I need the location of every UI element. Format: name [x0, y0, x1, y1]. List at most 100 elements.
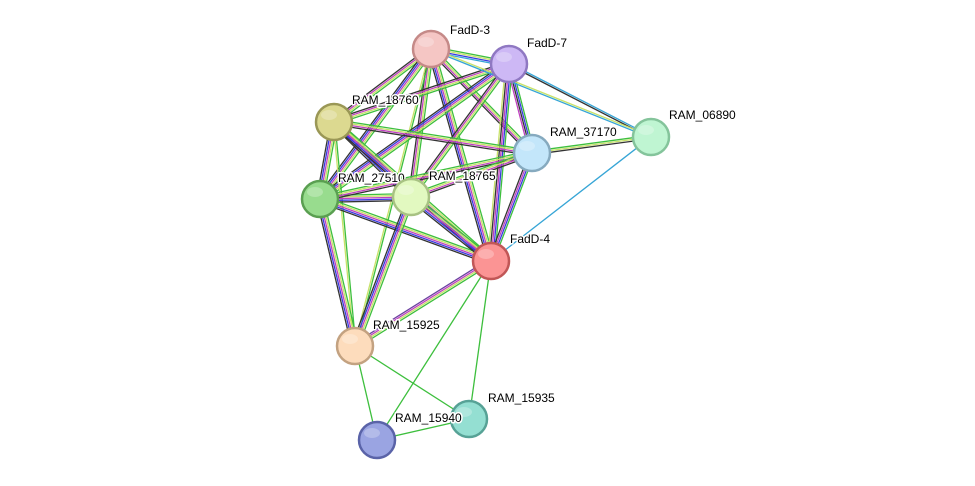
- node-ram-27510[interactable]: RAM_27510: [300, 170, 407, 219]
- edge-ram-37170-ram-06890[interactable]: [531, 134, 652, 156]
- edge-line-yellow: [321, 198, 358, 346]
- edge-ram-15925-ram-15935[interactable]: [354, 345, 470, 420]
- edge-line-yellow: [355, 261, 492, 348]
- edge-line-magenta: [354, 259, 491, 346]
- edge-line-black: [411, 154, 534, 201]
- node-circle[interactable]: [631, 117, 671, 157]
- edge-line-yellow: [334, 64, 510, 124]
- edge-line-green: [376, 260, 492, 441]
- node-ram-37170[interactable]: RAM_37170: [512, 124, 619, 173]
- edge-line-green: [334, 118, 533, 152]
- node-highlight: [321, 110, 337, 120]
- node-circle[interactable]: [335, 326, 375, 366]
- edge-line-yellow: [332, 122, 355, 347]
- edge-line-magenta: [319, 198, 492, 262]
- edge-ram-37170-fadd-4[interactable]: [488, 151, 535, 263]
- edge-line-black: [488, 151, 531, 261]
- edge-ram-06890-fadd-4[interactable]: [490, 136, 652, 262]
- edge-fadd-3-ram-06890[interactable]: [430, 47, 652, 139]
- node-label: FadD-3: [450, 23, 490, 37]
- node-label: FadD-4: [510, 232, 550, 246]
- edge-line-green: [320, 195, 493, 259]
- edge-line-yellow: [334, 49, 432, 124]
- edge-line-green: [319, 149, 532, 198]
- edge-line-blue: [318, 47, 431, 199]
- node-circle[interactable]: [489, 44, 529, 84]
- node-fadd-7[interactable]: FadD-7: [489, 35, 569, 84]
- edge-line-magenta: [489, 152, 532, 261]
- node-ram-18765[interactable]: RAM_18765: [391, 168, 498, 217]
- edge-line-magenta: [354, 196, 412, 347]
- edge-line-cyan: [430, 49, 651, 139]
- node-fadd-3[interactable]: FadD-3: [411, 22, 492, 69]
- edge-line-green: [334, 121, 357, 346]
- edge-line-yellow: [531, 136, 652, 154]
- edge-ram-27510-ram-15925[interactable]: [316, 198, 359, 347]
- edge-line-black: [351, 195, 409, 346]
- edge-fadd-4-ram-15925[interactable]: [353, 258, 493, 349]
- edge-fadd-7-ram-06890[interactable]: [508, 62, 652, 139]
- node-ram-15940[interactable]: RAM_15940: [357, 410, 464, 460]
- node-ram-06890[interactable]: RAM_06890: [631, 107, 738, 157]
- edge-line-green: [322, 198, 359, 346]
- edge-line-yellow: [320, 64, 511, 201]
- node-circle[interactable]: [512, 133, 552, 173]
- edge-line-blue: [491, 153, 534, 262]
- node-label: RAM_37170: [550, 125, 617, 139]
- edge-line-green: [531, 134, 651, 152]
- node-highlight: [307, 187, 323, 197]
- node-circle[interactable]: [300, 179, 340, 219]
- edge-line-black: [316, 46, 429, 198]
- node-highlight: [478, 249, 494, 259]
- edge-ram-27510-fadd-4[interactable]: [318, 195, 493, 265]
- edge-line-yellow: [431, 47, 534, 153]
- edge-line-green: [468, 260, 492, 420]
- node-label: RAM_18765: [429, 169, 496, 183]
- node-circle[interactable]: [314, 102, 354, 142]
- edge-line-green: [356, 262, 493, 349]
- edge-line-green: [492, 153, 535, 263]
- node-highlight: [456, 407, 472, 417]
- edge-line-black: [317, 60, 508, 197]
- edge-line-blue: [317, 199, 354, 347]
- edge-ram-18765-ram-37170[interactable]: [409, 149, 534, 201]
- edge-line-blue: [352, 196, 411, 346]
- edge-ram-18765-ram-15925[interactable]: [351, 195, 415, 348]
- node-label: RAM_27510: [338, 171, 405, 185]
- edge-line-black: [532, 138, 652, 156]
- edge-line-green: [354, 345, 470, 420]
- node-circle[interactable]: [391, 177, 431, 217]
- edge-line-magenta: [333, 122, 532, 155]
- edge-line-yellow: [334, 120, 533, 153]
- edge-fadd-4-ram-15940[interactable]: [376, 260, 492, 441]
- edge-line-cyan: [490, 136, 652, 262]
- node-highlight: [398, 185, 414, 195]
- node-circle[interactable]: [471, 241, 511, 281]
- node-highlight: [638, 125, 654, 135]
- edge-ram-18760-ram-15925[interactable]: [332, 121, 357, 347]
- node-circle[interactable]: [357, 420, 397, 460]
- edge-ram-18760-ram-37170[interactable]: [333, 118, 533, 157]
- node-highlight: [364, 428, 380, 438]
- edge-line-magenta: [319, 198, 356, 347]
- node-ram-15925[interactable]: RAM_15925: [335, 317, 442, 366]
- node-ram-15935[interactable]: RAM_15935: [449, 390, 557, 439]
- edge-line-black: [318, 201, 491, 265]
- node-highlight: [519, 141, 535, 151]
- node-circle[interactable]: [411, 29, 451, 69]
- node-ram-18760[interactable]: RAM_18760: [314, 92, 421, 142]
- node-fadd-4[interactable]: FadD-4: [471, 231, 552, 281]
- edge-line-green: [409, 149, 532, 196]
- edge-line-black: [316, 199, 353, 347]
- edge-line-blue: [319, 199, 491, 264]
- edge-fadd-7-ram-18760[interactable]: [332, 60, 511, 126]
- node-highlight: [342, 334, 358, 344]
- node-circle[interactable]: [449, 399, 489, 439]
- edge-line-magenta: [411, 153, 533, 199]
- edge-line-magenta: [320, 153, 533, 201]
- node-label: FadD-7: [527, 36, 567, 50]
- node-label: RAM_15940: [395, 411, 462, 425]
- edge-fadd-4-ram-15935[interactable]: [468, 260, 492, 420]
